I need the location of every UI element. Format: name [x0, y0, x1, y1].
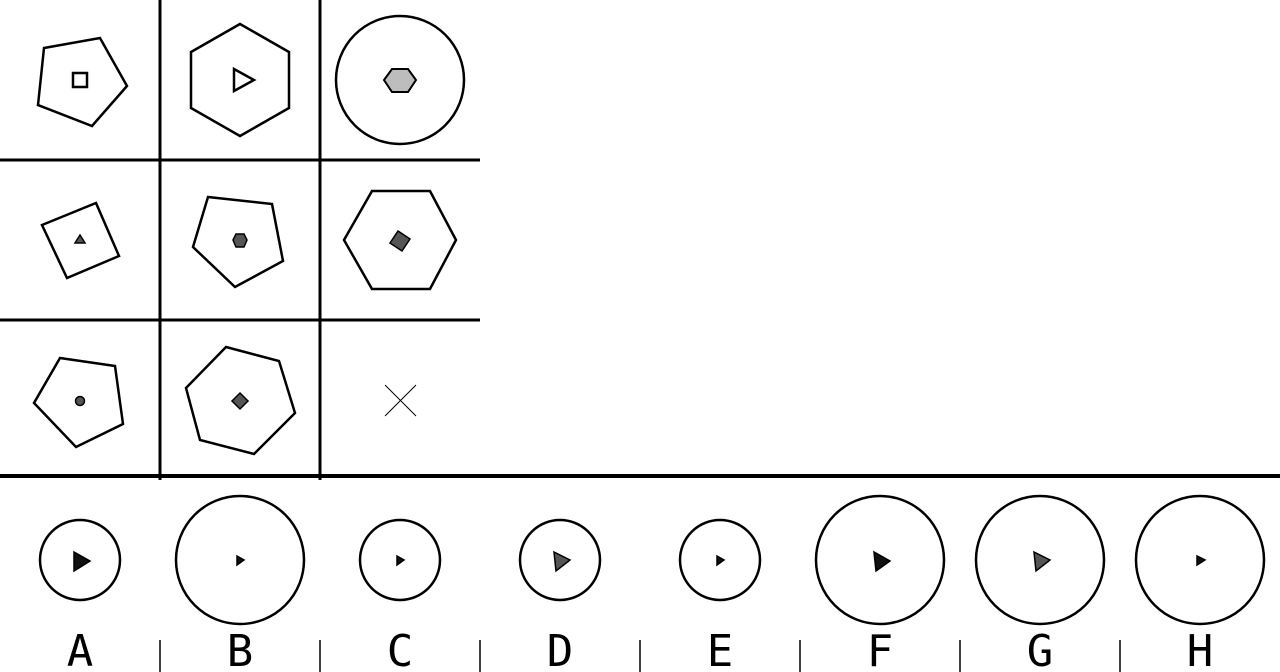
- option-a[interactable]: A: [38, 518, 122, 672]
- triangle-shape: [1196, 554, 1207, 567]
- cell-r1-c2: [189, 22, 291, 138]
- cell-r1-c1: [36, 36, 129, 128]
- option-label: D: [547, 626, 574, 672]
- option-h[interactable]: H: [1134, 494, 1266, 672]
- triangle-shape: [73, 233, 87, 244]
- cell-r3-c1: [32, 356, 125, 449]
- cell-r3-c3-missing: [384, 384, 417, 417]
- option-label: H: [1187, 626, 1214, 672]
- circle-shape: [74, 395, 86, 407]
- triangle-shape: [73, 550, 92, 573]
- triangle-shape: [873, 550, 892, 573]
- square-shape: [71, 71, 89, 89]
- option-separators: [159, 640, 1121, 672]
- option-label: F: [867, 626, 894, 672]
- cell-r3-c2: [184, 345, 297, 456]
- hexagon-shape: [232, 233, 248, 248]
- triangle-shape: [236, 554, 246, 567]
- cell-r2-c3: [342, 189, 458, 291]
- square-shape: [230, 391, 250, 411]
- option-g[interactable]: G: [974, 494, 1106, 672]
- answer-options: A B C D E F G: [38, 494, 1266, 672]
- option-label: A: [67, 626, 94, 672]
- triangle-shape: [1033, 550, 1052, 573]
- option-label: G: [1027, 626, 1054, 672]
- cell-r2-c2: [191, 195, 285, 289]
- triangle-shape: [553, 550, 572, 573]
- triangle-shape: [396, 554, 406, 567]
- option-b[interactable]: B: [174, 494, 306, 672]
- grid-lines: [0, 0, 480, 480]
- cell-r1-c3: [334, 14, 466, 146]
- matrix-cells: [32, 14, 466, 456]
- option-label: C: [387, 626, 414, 672]
- option-e[interactable]: E: [678, 518, 762, 672]
- option-label: E: [707, 626, 734, 672]
- option-label: B: [227, 626, 254, 672]
- triangle-shape: [716, 554, 726, 567]
- option-c[interactable]: C: [358, 518, 442, 672]
- triangle-shape: [232, 66, 257, 94]
- hexagon-shape: [382, 68, 418, 93]
- cross-icon: [384, 384, 417, 417]
- option-d[interactable]: D: [518, 518, 602, 672]
- cell-r2-c1: [40, 201, 121, 280]
- square-shape: [388, 229, 412, 253]
- option-f[interactable]: F: [814, 494, 946, 672]
